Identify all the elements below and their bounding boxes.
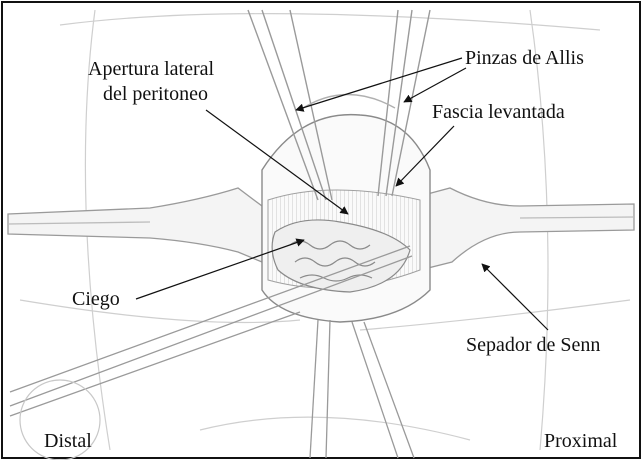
left-retractor xyxy=(7,187,263,263)
arrow-sepador xyxy=(481,263,549,331)
label-fascia: Fascia levantada xyxy=(432,101,565,123)
label-sepador: Sepador de Senn xyxy=(466,334,600,356)
arrow-pinzas-left xyxy=(295,57,463,112)
arrow-pinzas-right xyxy=(403,67,467,103)
label-apertura-line2: del peritoneo xyxy=(103,83,208,105)
arrow-ciego xyxy=(135,238,305,300)
lower-instruments xyxy=(9,245,415,459)
arrow-fascia xyxy=(395,125,455,187)
label-proximal: Proximal xyxy=(544,430,618,452)
label-pinzas: Pinzas de Allis xyxy=(465,47,584,69)
label-distal: Distal xyxy=(44,430,92,452)
label-apertura-line1: Apertura lateral xyxy=(88,58,214,80)
right-retractor xyxy=(419,187,635,271)
arrow-apertura xyxy=(205,109,349,215)
label-ciego: Ciego xyxy=(72,288,120,310)
